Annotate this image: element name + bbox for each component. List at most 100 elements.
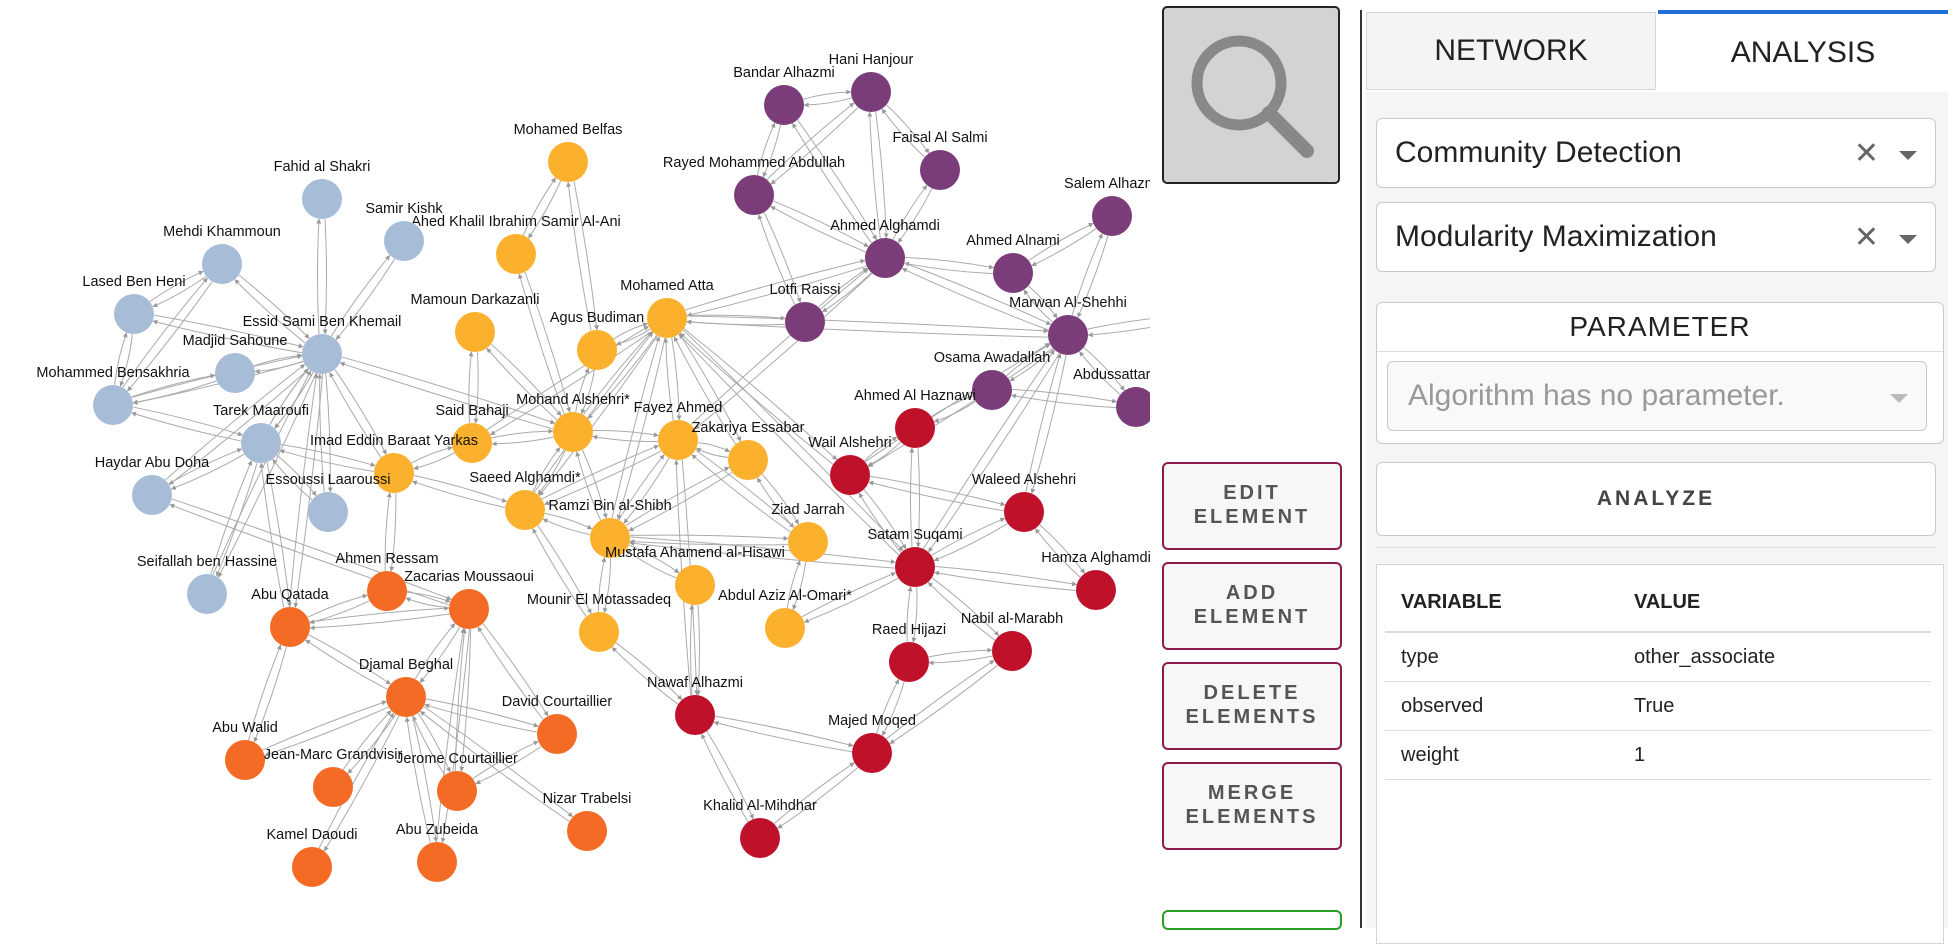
merge-elements-button[interactable]: MERGE ELEMENTS (1162, 762, 1342, 850)
graph-node-circle[interactable] (505, 490, 545, 530)
graph-node-circle[interactable] (765, 608, 805, 648)
graph-node[interactable]: Abdul Aziz Al-Omari* (718, 588, 852, 648)
graph-node-circle[interactable] (764, 85, 804, 125)
graph-node-circle[interactable] (270, 607, 310, 647)
graph-node-circle[interactable] (675, 565, 715, 605)
graph-node-circle[interactable] (384, 221, 424, 261)
graph-node-circle[interactable] (308, 492, 348, 532)
graph-edge[interactable] (275, 372, 313, 428)
graph-node-circle[interactable] (313, 767, 353, 807)
graph-node-circle[interactable] (734, 175, 774, 215)
graph-node-circle[interactable] (1116, 387, 1150, 427)
method-chevron-down-icon[interactable] (1899, 151, 1917, 160)
graph-node-circle[interactable] (225, 740, 265, 780)
graph-node[interactable]: Faisal Al Salmi (892, 130, 987, 190)
graph-node[interactable]: David Courtaillier (502, 694, 613, 754)
graph-node-circle[interactable] (851, 72, 891, 112)
graph-edge[interactable] (1087, 316, 1150, 329)
graph-node[interactable]: Rayed Mohammed Abdullah (663, 155, 845, 215)
graph-edge[interactable] (263, 701, 387, 749)
add-element-button[interactable]: ADD ELEMENT (1162, 562, 1342, 650)
graph-node[interactable]: Ahed Khalil Ibrahim Samir Al-Ani (411, 214, 621, 274)
graph-edge[interactable] (420, 627, 460, 682)
graph-edge[interactable] (275, 372, 313, 428)
graph-node-circle[interactable] (675, 695, 715, 735)
graph-node-circle[interactable] (728, 440, 768, 480)
graph-edge[interactable] (929, 656, 992, 663)
graph-edge[interactable] (492, 431, 553, 438)
graph-node[interactable]: Hani Hanjour (829, 52, 914, 112)
graph-node-circle[interactable] (455, 312, 495, 352)
parameter-select[interactable]: Algorithm has no parameter. (1387, 361, 1927, 431)
graph-edge[interactable] (803, 92, 850, 99)
graph-node[interactable]: Raed Hijazi (872, 622, 946, 682)
search-button[interactable] (1162, 6, 1340, 184)
graph-edge[interactable] (774, 763, 854, 824)
graph-edge[interactable] (412, 447, 453, 463)
graph-node[interactable]: Mohamed Belfas (514, 122, 623, 182)
graph-edge[interactable] (348, 714, 396, 773)
graph-node-circle[interactable] (1004, 492, 1044, 532)
graph-node-circle[interactable] (1048, 315, 1088, 355)
graph-node-circle[interactable] (993, 253, 1033, 293)
graph-node[interactable]: Mohamed Atta (620, 278, 714, 338)
graph-node[interactable]: Mounir El Motassadeq (527, 592, 671, 652)
graph-node[interactable]: Khalid Al-Mihdhar (703, 798, 817, 858)
graph-edge[interactable] (543, 519, 590, 534)
graph-node-circle[interactable] (93, 385, 133, 425)
graph-node[interactable]: Essoussi Laaroussi (266, 472, 391, 532)
graph-node[interactable]: Hamza Alghamdi (1041, 550, 1150, 610)
tab-analysis[interactable]: ANALYSIS (1658, 10, 1948, 92)
graph-node-circle[interactable] (548, 142, 588, 182)
graph-node-circle[interactable] (972, 370, 1012, 410)
graph-edge[interactable] (1012, 395, 1116, 407)
delete-elements-button[interactable]: DELETE ELEMENTS (1162, 662, 1342, 750)
graph-edge[interactable] (898, 189, 932, 243)
graph-node-circle[interactable] (114, 294, 154, 334)
graph-node-circle[interactable] (386, 677, 426, 717)
graph-node-circle[interactable] (302, 334, 342, 374)
graph-node-circle[interactable] (740, 818, 780, 858)
graph-node-circle[interactable] (241, 423, 281, 463)
graph-node[interactable]: Seifallah ben Hassine (137, 554, 277, 614)
graph-node[interactable]: Zacarias Moussaoui (404, 569, 534, 629)
algorithm-chevron-down-icon[interactable] (1899, 235, 1917, 244)
graph-node[interactable]: Mamoun Darkazanli (411, 292, 540, 352)
graph-node[interactable]: Abu Qatada (251, 587, 329, 647)
graph-node-circle[interactable] (579, 612, 619, 652)
graph-node[interactable]: Fahid al Shakri (274, 159, 371, 219)
method-clear-icon[interactable]: ✕ (1854, 136, 1879, 171)
graph-node[interactable]: Wail Alshehri (808, 435, 891, 495)
graph-edge[interactable] (698, 443, 730, 452)
graph-edge[interactable] (310, 608, 449, 622)
graph-node-circle[interactable] (292, 847, 332, 887)
graph-edge[interactable] (929, 650, 992, 657)
graph-edge[interactable] (1088, 322, 1150, 335)
graph-node-circle[interactable] (992, 631, 1032, 671)
graph-edge[interactable] (618, 338, 665, 519)
graph-node[interactable]: Jerome Courtaillier (396, 751, 518, 811)
graph-node[interactable]: Kamel Daoudi (266, 827, 357, 887)
graph-node-circle[interactable] (889, 642, 929, 682)
graph-node-circle[interactable] (417, 842, 457, 882)
graph-edge[interactable] (492, 437, 553, 444)
graph-node-circle[interactable] (577, 330, 617, 370)
graph-node-circle[interactable] (895, 547, 935, 587)
graph-node-circle[interactable] (437, 771, 477, 811)
graph-node-circle[interactable] (895, 408, 935, 448)
graph-node-circle[interactable] (215, 353, 255, 393)
graph-node[interactable]: Ahmed Alnami (966, 233, 1060, 293)
edit-element-button[interactable]: EDIT ELEMENT (1162, 462, 1342, 550)
graph-node[interactable]: Jean-Marc Grandvisir (264, 747, 403, 807)
graph-node-circle[interactable] (496, 234, 536, 274)
graph-edge[interactable] (630, 535, 788, 539)
graph-node-circle[interactable] (788, 522, 828, 562)
graph-edge[interactable] (616, 643, 682, 700)
graph-node-circle[interactable] (537, 714, 577, 754)
graph-node[interactable]: Nizar Trabelsi (543, 791, 632, 851)
graph-node-circle[interactable] (865, 238, 905, 278)
graph-node-circle[interactable] (1092, 196, 1132, 236)
graph-node-circle[interactable] (132, 475, 172, 515)
analyze-button[interactable]: ANALYZE (1376, 462, 1936, 536)
graph-node-circle[interactable] (785, 302, 825, 342)
